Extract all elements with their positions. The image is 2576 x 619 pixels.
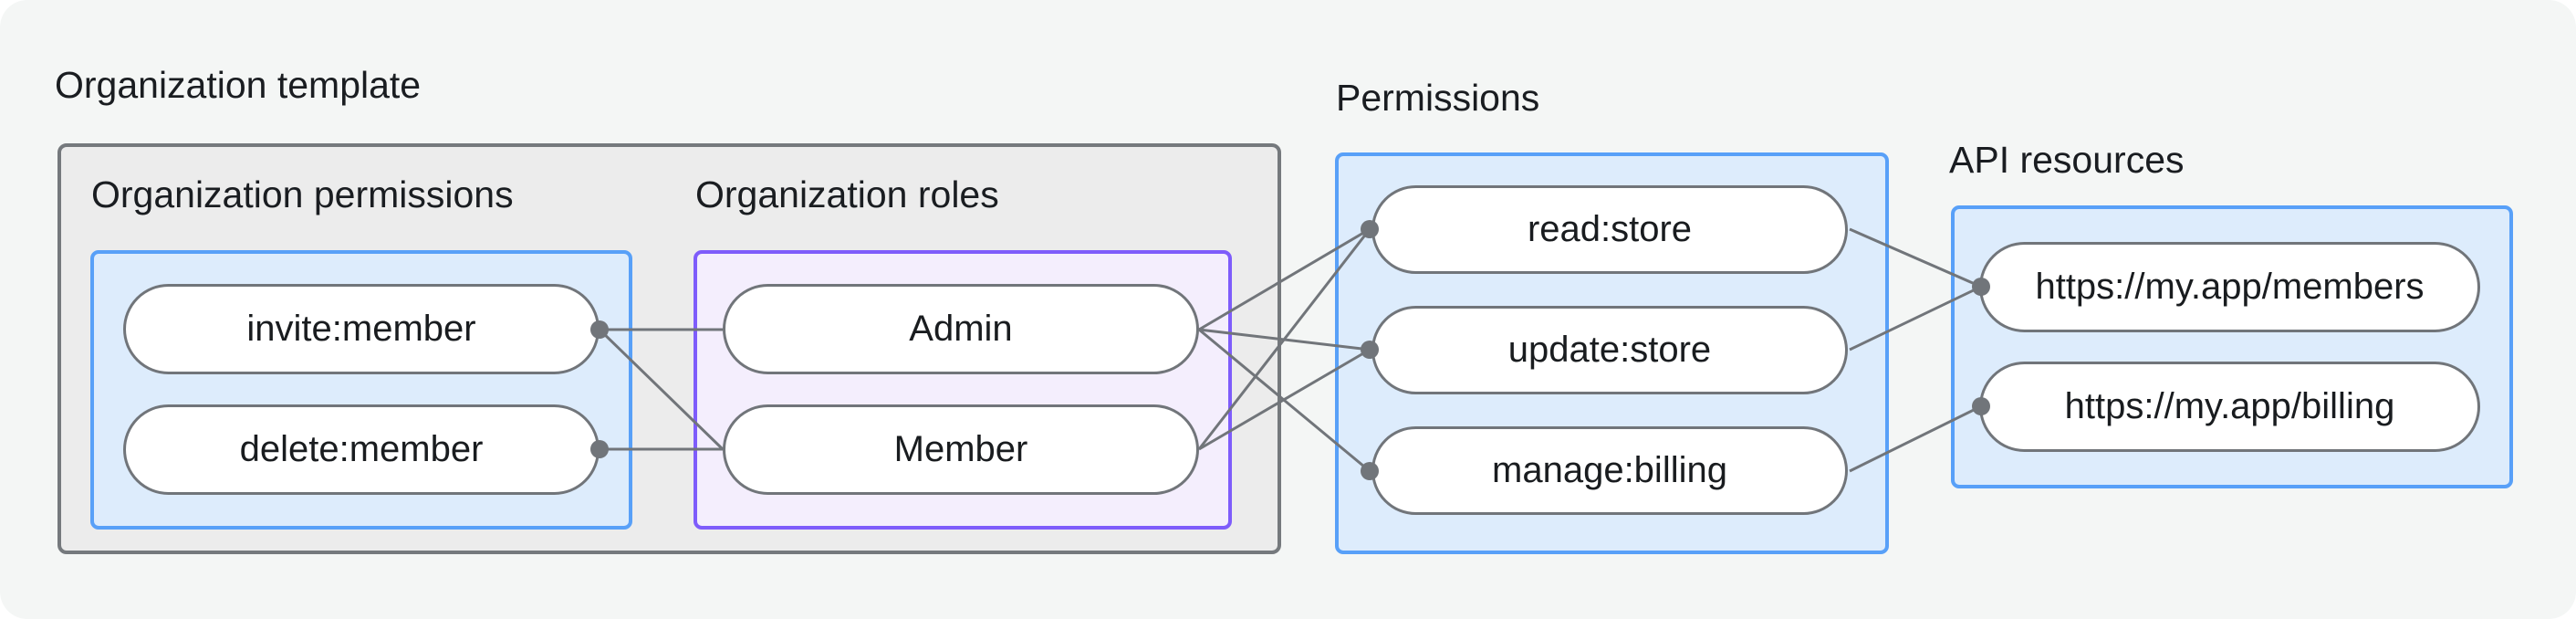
org-roles-label: Organization roles	[695, 173, 999, 215]
node-admin: Admin	[723, 284, 1199, 374]
org-permissions-label: Organization permissions	[91, 173, 514, 215]
node-update-store: update:store	[1371, 306, 1848, 394]
node-invite-member: invite:member	[123, 284, 600, 374]
node-read-store: read:store	[1371, 185, 1848, 274]
node-billing-api: https://my.app/billing	[1979, 362, 2480, 452]
permissions-label: Permissions	[1336, 77, 1540, 119]
node-member: Member	[723, 404, 1199, 495]
node-members-api: https://my.app/members	[1979, 242, 2480, 332]
api-resources-label: API resources	[1949, 139, 2185, 181]
node-manage-billing: manage:billing	[1371, 426, 1848, 515]
node-delete-member: delete:member	[123, 404, 600, 495]
diagram-title: Organization template	[55, 64, 422, 106]
